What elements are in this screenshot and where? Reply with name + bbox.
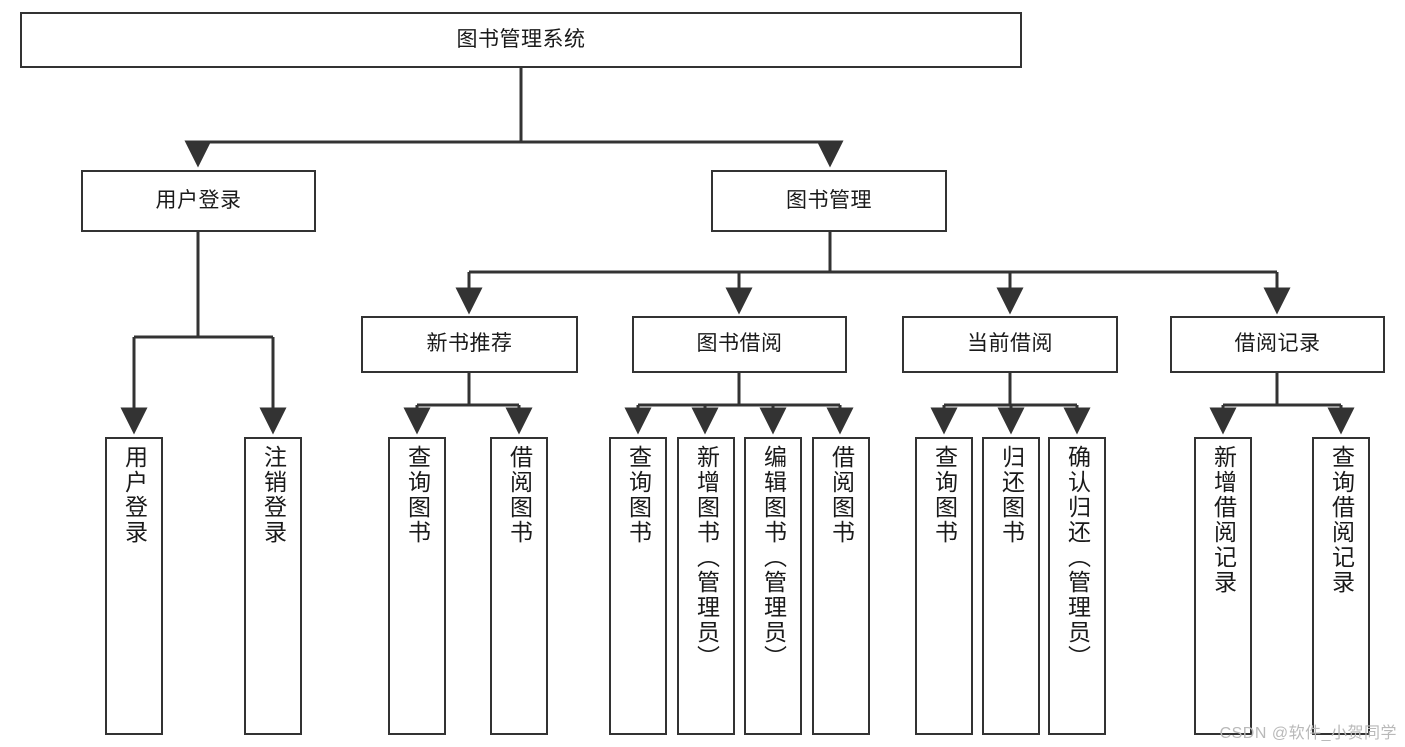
node-leaf-user-login[interactable]: 用户登录 [105, 437, 163, 735]
node-leaf-query-book-2[interactable]: 查询图书 [609, 437, 667, 735]
node-leaf-logout[interactable]: 注销登录 [244, 437, 302, 735]
node-book-manage-label: 图书管理 [786, 188, 872, 212]
node-book-borrow[interactable]: 图书借阅 [632, 316, 847, 373]
node-user-login-label: 用户登录 [155, 188, 242, 212]
node-book-borrow-label: 图书借阅 [696, 332, 783, 356]
node-leaf-query-book-1-label: 查询图书 [404, 445, 431, 545]
node-leaf-confirm-return-label: 确认归还（管理员） [1064, 445, 1091, 670]
node-leaf-query-record[interactable]: 查询借阅记录 [1312, 437, 1370, 735]
node-root-label: 图书管理系统 [456, 27, 586, 51]
node-leaf-user-login-label: 用户登录 [121, 445, 148, 545]
node-leaf-confirm-return[interactable]: 确认归还（管理员） [1048, 437, 1106, 735]
node-leaf-borrow-book-2[interactable]: 借阅图书 [812, 437, 870, 735]
node-root[interactable]: 图书管理系统 [20, 12, 1022, 68]
node-leaf-edit-book-label: 编辑图书（管理员） [760, 445, 787, 670]
node-leaf-add-record-label: 新增借阅记录 [1210, 445, 1237, 595]
node-current-borrow[interactable]: 当前借阅 [902, 316, 1118, 373]
node-leaf-edit-book[interactable]: 编辑图书（管理员） [744, 437, 802, 735]
node-leaf-add-record[interactable]: 新增借阅记录 [1194, 437, 1252, 735]
node-borrow-record[interactable]: 借阅记录 [1170, 316, 1385, 373]
node-leaf-return-book[interactable]: 归还图书 [982, 437, 1040, 735]
csdn-watermark: CSDN @软件_小贺同学 [1219, 725, 1397, 742]
node-leaf-query-book-2-label: 查询图书 [625, 445, 652, 545]
node-leaf-borrow-book-1-label: 借阅图书 [506, 445, 533, 545]
node-user-login[interactable]: 用户登录 [81, 170, 316, 232]
node-leaf-borrow-book-2-label: 借阅图书 [828, 445, 855, 545]
node-leaf-query-book-3-label: 查询图书 [931, 445, 958, 545]
node-leaf-add-book-label: 新增图书（管理员） [693, 445, 720, 670]
node-leaf-borrow-book-1[interactable]: 借阅图书 [490, 437, 548, 735]
node-leaf-add-book[interactable]: 新增图书（管理员） [677, 437, 735, 735]
node-leaf-query-book-1[interactable]: 查询图书 [388, 437, 446, 735]
node-borrow-record-label: 借阅记录 [1234, 332, 1321, 356]
node-book-manage[interactable]: 图书管理 [711, 170, 947, 232]
node-new-book-rec-label: 新书推荐 [426, 332, 513, 356]
node-current-borrow-label: 当前借阅 [967, 332, 1053, 356]
node-leaf-query-book-3[interactable]: 查询图书 [915, 437, 973, 735]
node-new-book-rec[interactable]: 新书推荐 [361, 316, 578, 373]
node-leaf-logout-label: 注销登录 [260, 445, 287, 545]
node-leaf-query-record-label: 查询借阅记录 [1328, 445, 1355, 595]
node-leaf-return-book-label: 归还图书 [998, 445, 1025, 545]
